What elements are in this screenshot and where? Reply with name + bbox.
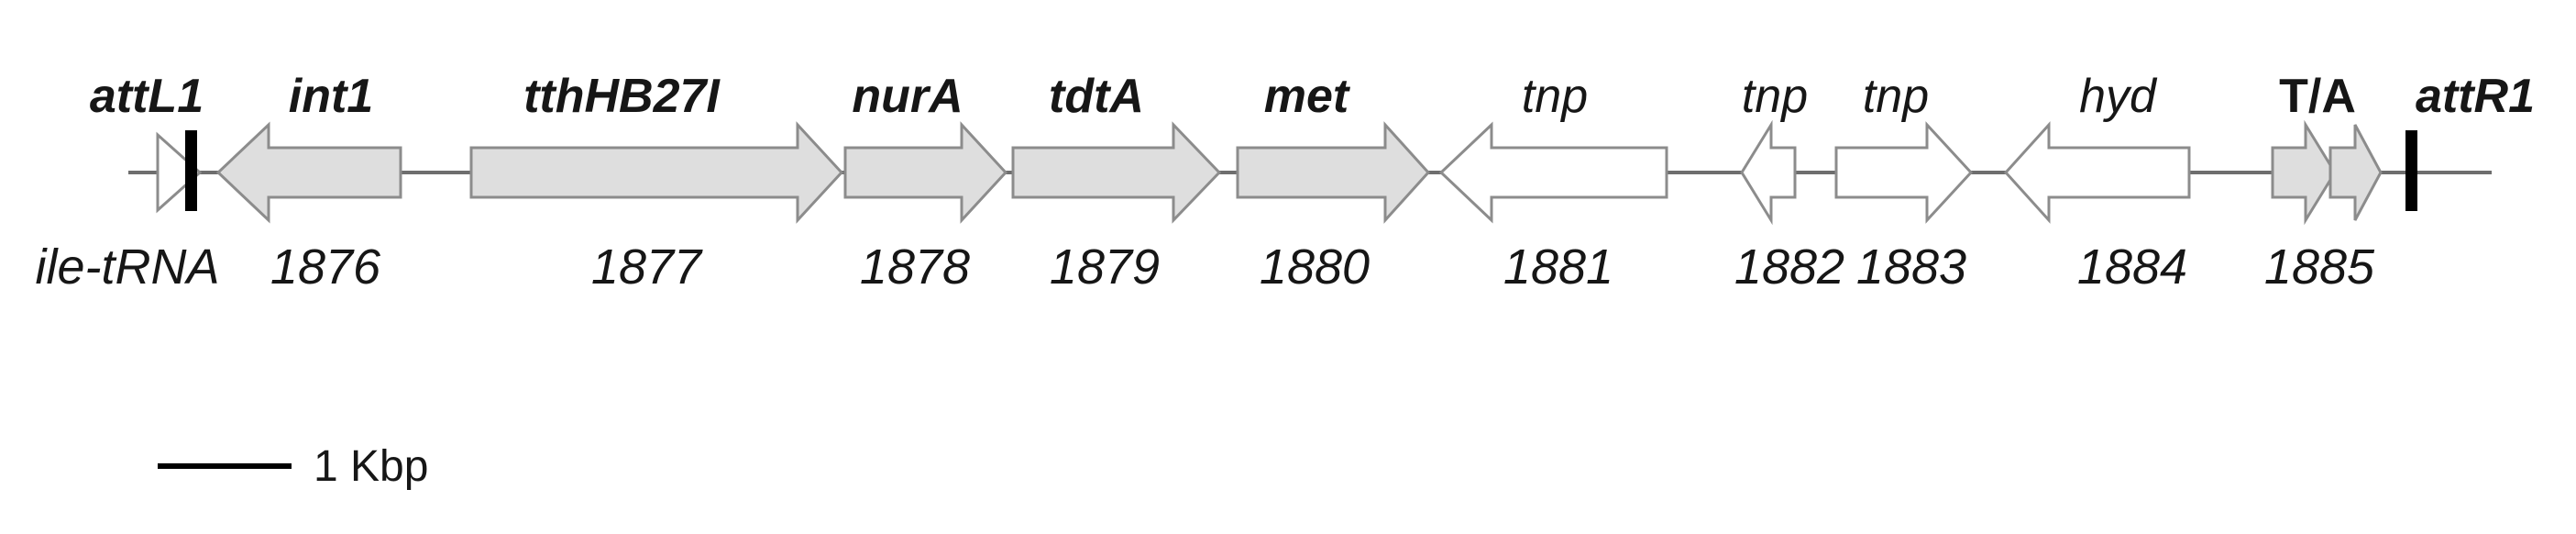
- scalebar: 1 Kbp: [158, 442, 428, 491]
- site-attL1: [185, 130, 197, 211]
- scalebar-label: 1 Kbp: [314, 442, 428, 491]
- site-attR1: [2405, 130, 2417, 211]
- label-bottom-nurA: 1878: [860, 239, 970, 295]
- label-bottom-tthHB27I: 1877: [591, 239, 703, 295]
- gene-arrow-toxin-antitoxin-1: [2271, 119, 2337, 226]
- gene-arrow-toxin-antitoxin-2: [2328, 124, 2383, 221]
- gene-arrow-tthHB27I: [469, 121, 844, 224]
- label-top-hyd: hyd: [2079, 70, 2158, 123]
- label-top-tnp-1882: tnp: [1742, 70, 1808, 123]
- label-bottom-tnp-1882: 1882: [1734, 239, 1844, 295]
- label-top-toxin-antitoxin-1: T/A: [2279, 70, 2356, 123]
- label-top-tdtA: tdtA: [1049, 70, 1144, 123]
- gene-map-layer: ile-tRNA attL1 int1 1876 tthHB27I 1877 nurA 187…: [35, 70, 2535, 295]
- label-top-tthHB27I: tthHB27I: [523, 70, 721, 123]
- label-bottom-met: 1880: [1260, 239, 1370, 295]
- label-top-tnp-1883: tnp: [1863, 70, 1929, 123]
- label-bottom-tnp-1881: 1881: [1503, 239, 1613, 295]
- label-top-int1: int1: [289, 70, 373, 123]
- label-bottom-tnp-1883: 1883: [1856, 239, 1966, 295]
- gene-arrow-tnp-1883: [1834, 121, 1974, 224]
- label-bottom-ile-tRNA: ile-tRNA: [35, 239, 219, 295]
- label-top-nurA: nurA: [852, 70, 963, 123]
- gene-arrow-tnp-1882: [1740, 119, 1797, 226]
- label-top-attL1: attL1: [90, 70, 204, 123]
- label-top-met: met: [1264, 70, 1351, 123]
- gene-arrow-nurA: [843, 121, 1008, 224]
- gene-arrow-tdtA: [1011, 121, 1222, 224]
- label-bottom-int1: 1876: [270, 239, 381, 295]
- gene-arrow-tnp-1881: [1438, 121, 1668, 224]
- gene-arrow-int1: [215, 121, 402, 224]
- label-bottom-tdtA: 1879: [1050, 239, 1160, 295]
- label-bottom-hyd: 1884: [2077, 239, 2187, 295]
- label-top-attR1: attR1: [2416, 70, 2535, 123]
- gene-triangle-ile-tRNA: [156, 131, 203, 214]
- label-top-tnp-1881: tnp: [1522, 70, 1588, 123]
- gene-arrow-met: [1236, 121, 1431, 224]
- gene-arrow-hyd: [2003, 121, 2191, 224]
- label-bottom-toxin-antitoxin-1: 1885: [2264, 239, 2375, 295]
